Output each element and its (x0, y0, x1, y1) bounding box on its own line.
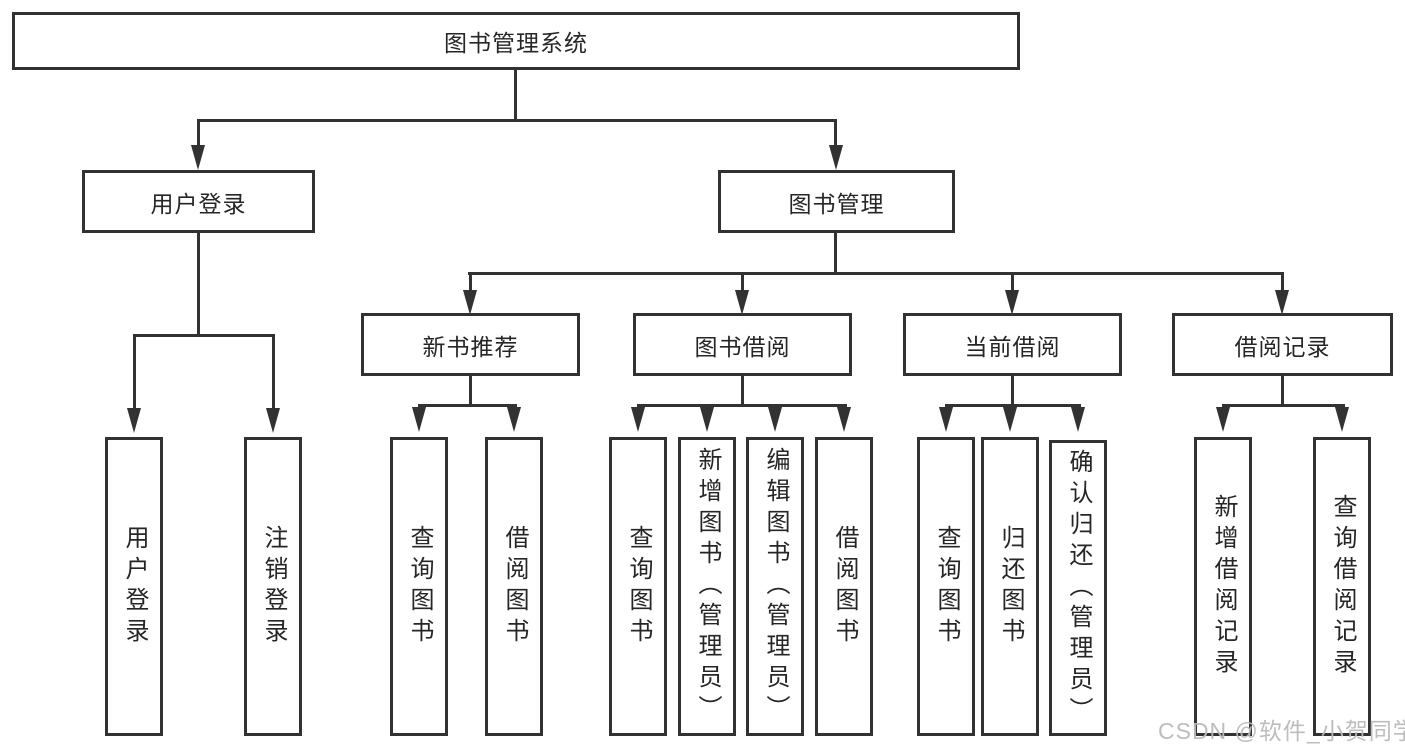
node-book-management-label: 图书管理 (788, 190, 885, 217)
connector-cb-hline (945, 404, 1081, 407)
connector-userlogin-hline (133, 334, 275, 337)
node-new-book-recommend: 新书推荐 (361, 313, 580, 376)
arrowhead-down-icon (1005, 290, 1019, 315)
arrowhead-down-icon (127, 408, 141, 433)
arrowhead-down-icon (1275, 290, 1289, 315)
node-borrowing-records-label: 借阅记录 (1234, 333, 1331, 360)
connector-stub (1011, 272, 1014, 293)
arrowhead-down-icon (735, 290, 749, 315)
node-user-login-label: 用户登录 (150, 190, 247, 217)
leaf-bb-borrow-books: 借阅图书 (815, 437, 873, 736)
leaf-cb-return-books-label: 归还图书 (997, 524, 1024, 649)
arrowhead-down-icon (1003, 407, 1017, 432)
leaf-cb-query-books-label: 查询图书 (933, 524, 960, 649)
leaf-bb-add-book-admin-label: 新增图书（管理员） (694, 447, 721, 726)
leaf-br-add-record: 新增借阅记录 (1194, 437, 1252, 736)
arrowhead-down-icon (837, 407, 851, 432)
leaf-nb-query-books-label: 查询图书 (406, 524, 433, 649)
arrowhead-down-icon (1216, 407, 1230, 432)
leaf-bb-edit-book-admin: 编辑图书（管理员） (746, 437, 804, 736)
connector-stub (469, 272, 472, 293)
connector-stub (1281, 272, 1284, 293)
connector-stub (272, 334, 275, 410)
leaf-bb-edit-book-admin-label: 编辑图书（管理员） (762, 447, 789, 726)
leaf-cb-confirm-return-admin: 确认归还（管理员） (1049, 440, 1107, 736)
node-borrowing-records: 借阅记录 (1172, 313, 1393, 376)
leaf-nb-query-books: 查询图书 (390, 437, 448, 736)
connector-stub (133, 334, 136, 410)
node-new-book-recommend-label: 新书推荐 (422, 333, 519, 360)
arrowhead-down-icon (266, 408, 280, 433)
watermark: CSDN @软件_小贺同学 (1158, 718, 1405, 744)
leaf-bb-query-books-label: 查询图书 (625, 524, 652, 649)
leaf-user-login-label: 用户登录 (121, 524, 148, 649)
arrowhead-down-icon (507, 407, 521, 432)
connector-bb-hline (637, 404, 847, 407)
connector-br-hline (1222, 404, 1345, 407)
arrowhead-down-icon (700, 407, 714, 432)
leaf-nb-borrow-books: 借阅图书 (485, 437, 543, 736)
arrowhead-down-icon (939, 407, 953, 432)
leaf-logout: 注销登录 (244, 437, 302, 736)
connector-br-vline (1281, 376, 1284, 406)
leaf-cb-query-books: 查询图书 (917, 437, 975, 736)
arrowhead-down-icon (1071, 407, 1085, 432)
node-user-login: 用户登录 (82, 170, 315, 233)
leaf-bb-add-book-admin: 新增图书（管理员） (678, 437, 736, 736)
node-book-management: 图书管理 (718, 170, 955, 233)
node-current-borrowing-label: 当前借阅 (964, 333, 1061, 360)
node-book-borrowing: 图书借阅 (633, 313, 852, 376)
leaf-br-query-record: 查询借阅记录 (1313, 437, 1371, 736)
leaf-user-login: 用户登录 (105, 437, 163, 736)
arrowhead-down-icon (1335, 407, 1349, 432)
connector-root-vline (514, 70, 517, 121)
arrowhead-down-icon (768, 407, 782, 432)
connector-userlogin-vline (197, 233, 200, 337)
node-root: 图书管理系统 (12, 12, 1020, 70)
connector-stub (834, 119, 837, 148)
arrowhead-down-icon (463, 290, 477, 315)
connector-bb-vline (741, 376, 744, 406)
leaf-logout-label: 注销登录 (260, 524, 287, 649)
leaf-nb-borrow-books-label: 借阅图书 (501, 524, 528, 649)
connector-bookmgmt-hline (468, 272, 1284, 275)
arrowhead-down-icon (631, 407, 645, 432)
arrowhead-down-icon (412, 407, 426, 432)
connector-bookmgmt-vline (834, 233, 837, 274)
connector-stub (741, 272, 744, 293)
connector-cb-vline (1011, 376, 1014, 406)
leaf-bb-borrow-books-label: 借阅图书 (831, 524, 858, 649)
node-book-borrowing-label: 图书借阅 (694, 333, 791, 360)
leaf-br-query-record-label: 查询借阅记录 (1329, 493, 1356, 680)
connector-stub (197, 119, 200, 148)
leaf-br-add-record-label: 新增借阅记录 (1210, 493, 1237, 680)
connector-root-hline (197, 119, 837, 122)
arrowhead-down-icon (191, 145, 205, 170)
leaf-bb-query-books: 查询图书 (609, 437, 667, 736)
node-current-borrowing: 当前借阅 (903, 313, 1122, 376)
node-root-label: 图书管理系统 (444, 30, 588, 56)
connector-nb-vline (469, 376, 472, 406)
connector-nb-hline (418, 404, 517, 407)
leaf-cb-confirm-return-admin-label: 确认归还（管理员） (1065, 448, 1092, 728)
arrowhead-down-icon (829, 145, 843, 170)
leaf-cb-return-books: 归还图书 (981, 437, 1039, 736)
